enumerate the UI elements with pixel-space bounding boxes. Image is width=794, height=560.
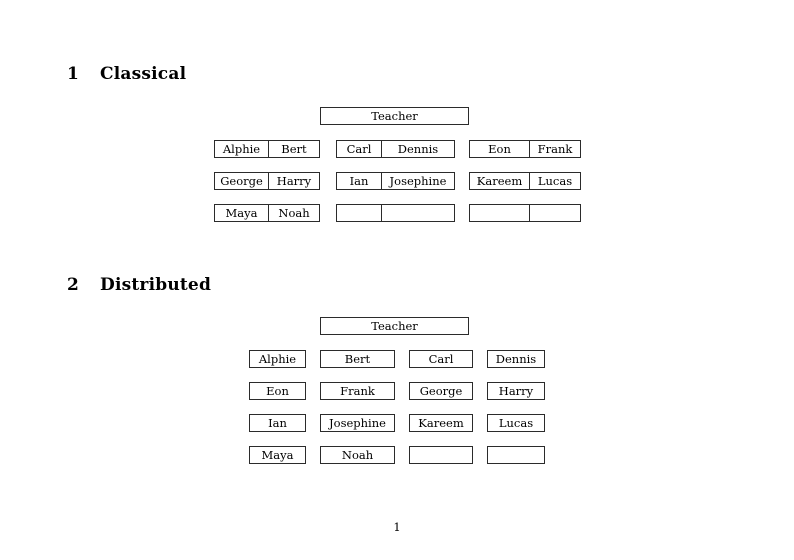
student-cell-empty [529, 205, 580, 221]
student-pair-row-empty [469, 204, 581, 222]
student-box: Noah [320, 446, 395, 464]
student-cell: Eon [488, 142, 511, 156]
student-cell-empty [381, 205, 454, 221]
student-cell: Lucas [529, 173, 580, 189]
student-box: Dennis [487, 350, 545, 368]
student-cell: Kareem [476, 174, 523, 188]
teacher-box-distributed: Teacher [320, 317, 469, 335]
student-cell: Dennis [381, 141, 454, 157]
teacher-box-classical: Teacher [320, 107, 469, 125]
student-box: Frank [320, 382, 395, 400]
student-box: Ian [249, 414, 306, 432]
student-box-empty [487, 446, 545, 464]
student-cell: George [220, 174, 263, 188]
student-cell: Alphie [222, 142, 261, 156]
student-box: Bert [320, 350, 395, 368]
student-cell: Bert [268, 141, 319, 157]
section-heading-distributed: 2 Distributed [67, 275, 211, 295]
student-pair-row: Kareem Lucas [469, 172, 581, 190]
student-box: Alphie [249, 350, 306, 368]
student-box: Harry [487, 382, 545, 400]
student-pair-row: Maya Noah [214, 204, 320, 222]
student-box: George [409, 382, 473, 400]
student-cell: Carl [346, 142, 372, 156]
student-cell: Josephine [381, 173, 454, 189]
section-heading-classical: 1 Classical [67, 64, 186, 84]
page-number: 1 [393, 520, 401, 534]
student-cell: Ian [349, 174, 369, 188]
student-cell-empty [337, 205, 381, 221]
section-number: 1 [67, 64, 80, 84]
student-box: Carl [409, 350, 473, 368]
student-cell-empty [470, 205, 529, 221]
student-pair-row: George Harry [214, 172, 320, 190]
student-pair-row: Ian Josephine [336, 172, 455, 190]
student-box: Josephine [320, 414, 395, 432]
student-cell: Maya [225, 206, 258, 220]
student-box: Eon [249, 382, 306, 400]
student-box: Kareem [409, 414, 473, 432]
student-pair-row: Alphie Bert [214, 140, 320, 158]
section-title: Classical [100, 64, 187, 84]
section-number: 2 [67, 275, 80, 295]
student-cell: Frank [529, 141, 580, 157]
student-pair-row-empty [336, 204, 455, 222]
student-pair-row: Carl Dennis [336, 140, 455, 158]
section-title: Distributed [100, 275, 212, 295]
student-box: Maya [249, 446, 306, 464]
student-pair-row: Eon Frank [469, 140, 581, 158]
student-cell: Noah [268, 205, 319, 221]
student-box: Lucas [487, 414, 545, 432]
student-box-empty [409, 446, 473, 464]
student-cell: Harry [268, 173, 319, 189]
